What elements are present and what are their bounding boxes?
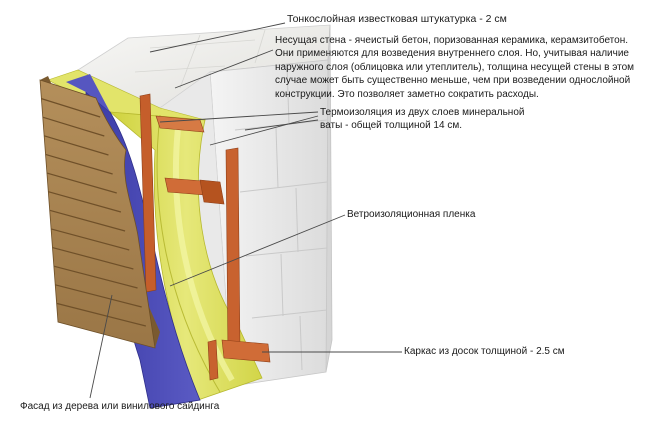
leader-facade: [89, 294, 113, 399]
label-plaster: Тонкослойная известковая штукатурка - 2 …: [287, 13, 507, 25]
label-facade: Фасад из дерева или винилового сайдинга: [20, 401, 220, 412]
siding-board-line: [50, 228, 130, 251]
leader-bearing-wall: [174, 49, 274, 89]
insulation-line: ваты - общей толщиной 14 см.: [320, 120, 462, 132]
siding-board-line: [41, 98, 101, 118]
label-membrane: Ветроизоляционная пленка: [347, 209, 476, 220]
bearing-wall-line: случае может быть существенно меньше, че…: [275, 75, 631, 87]
label-bearing-wall: Несущая стена - ячеистый бетон, поризова…: [275, 34, 634, 101]
leader-lines: [89, 22, 402, 399]
bearing-wall-line: наружного слоя (облицовка или утеплитель…: [275, 61, 635, 73]
leader-plaster: [149, 22, 286, 53]
siding-board-line: [53, 265, 138, 289]
siding-board-line: [52, 246, 134, 270]
bearing-wall-line: конструкции. Это позволяет заметно сокра…: [275, 88, 539, 100]
label-insulation: Термоизоляция из двух слоев минеральной …: [320, 106, 524, 133]
siding-board-line: [56, 302, 146, 327]
siding-board-line: [43, 135, 109, 156]
bearing-wall-line: Они применяются для возведения внутренне…: [275, 48, 629, 60]
siding-board-line: [42, 116, 105, 137]
siding-board-line: [49, 209, 126, 232]
siding-board-lines: [41, 98, 146, 327]
siding-board-line: [45, 153, 113, 175]
label-frame: Каркас из досок толщиной - 2.5 см: [404, 346, 565, 357]
leader-insulation-2: [209, 115, 319, 146]
leader-membrane: [169, 214, 346, 287]
facade-siding: [39, 76, 160, 349]
insulation-line: Термоизоляция из двух слоев минеральной: [320, 107, 525, 118]
leader-insulation-1: [159, 111, 319, 123]
siding-board-line: [48, 191, 122, 213]
bearing-wall-line: Несущая стена - ячеистый бетон, поризова…: [275, 35, 628, 46]
leader-insulation-3: [244, 119, 319, 131]
siding-board-line: [46, 172, 117, 194]
siding-board-line: [55, 284, 142, 308]
